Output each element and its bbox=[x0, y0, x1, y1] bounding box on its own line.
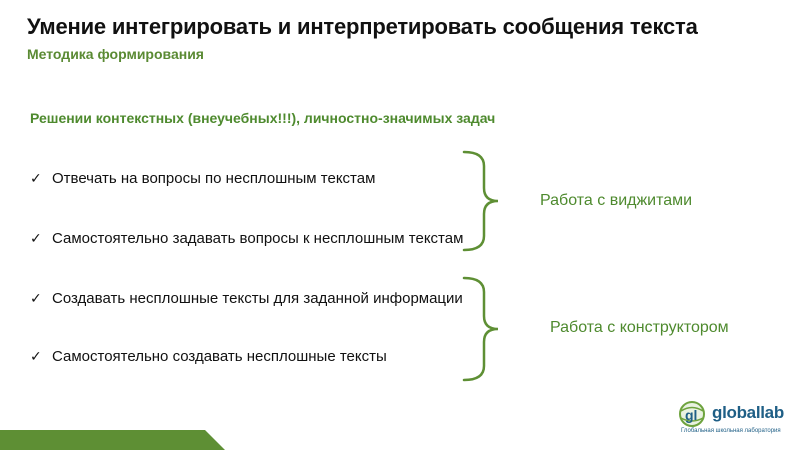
slide-subtitle: Методика формирования bbox=[27, 46, 204, 62]
check-icon: ✓ bbox=[30, 170, 42, 186]
bullet-item: ✓ Создавать несплошные тексты для заданн… bbox=[30, 290, 463, 307]
logo-tagline: Глобальная школьная лаборатория bbox=[681, 428, 781, 434]
svg-text:gl: gl bbox=[685, 407, 697, 423]
bullet-item: ✓ Самостоятельно создавать несплошные те… bbox=[30, 348, 387, 365]
bullet-item: ✓ Самостоятельно задавать вопросы к несп… bbox=[30, 230, 463, 247]
slide-title: Умение интегрировать и интерпретировать … bbox=[27, 14, 698, 39]
bullet-item: ✓ Отвечать на вопросы по несплошным текс… bbox=[30, 170, 375, 187]
bullet-text: Создавать несплошные тексты для заданной… bbox=[52, 290, 463, 307]
bullet-text: Отвечать на вопросы по несплошным текста… bbox=[52, 170, 376, 187]
group-bracket-1 bbox=[462, 150, 499, 252]
check-icon: ✓ bbox=[30, 290, 42, 306]
logo-wordmark: globallab bbox=[712, 403, 784, 422]
group-bracket-2 bbox=[462, 276, 499, 382]
check-icon: ✓ bbox=[30, 230, 42, 246]
context-heading: Решении контекстных (внеучебных!!!), лич… bbox=[30, 110, 496, 126]
footer-accent-bar bbox=[0, 430, 225, 450]
group-label-widgets: Работа с виджитами bbox=[540, 192, 693, 209]
globallab-logo: gl globallab Глобальная школьная лаборат… bbox=[676, 398, 794, 442]
bullet-text: Самостоятельно создавать несплошные текс… bbox=[52, 348, 387, 365]
bullet-text: Самостоятельно задавать вопросы к неспло… bbox=[52, 230, 464, 247]
globe-icon: gl bbox=[679, 401, 705, 427]
group-label-constructor: Работа с конструктором bbox=[550, 319, 729, 336]
check-icon: ✓ bbox=[30, 348, 42, 364]
